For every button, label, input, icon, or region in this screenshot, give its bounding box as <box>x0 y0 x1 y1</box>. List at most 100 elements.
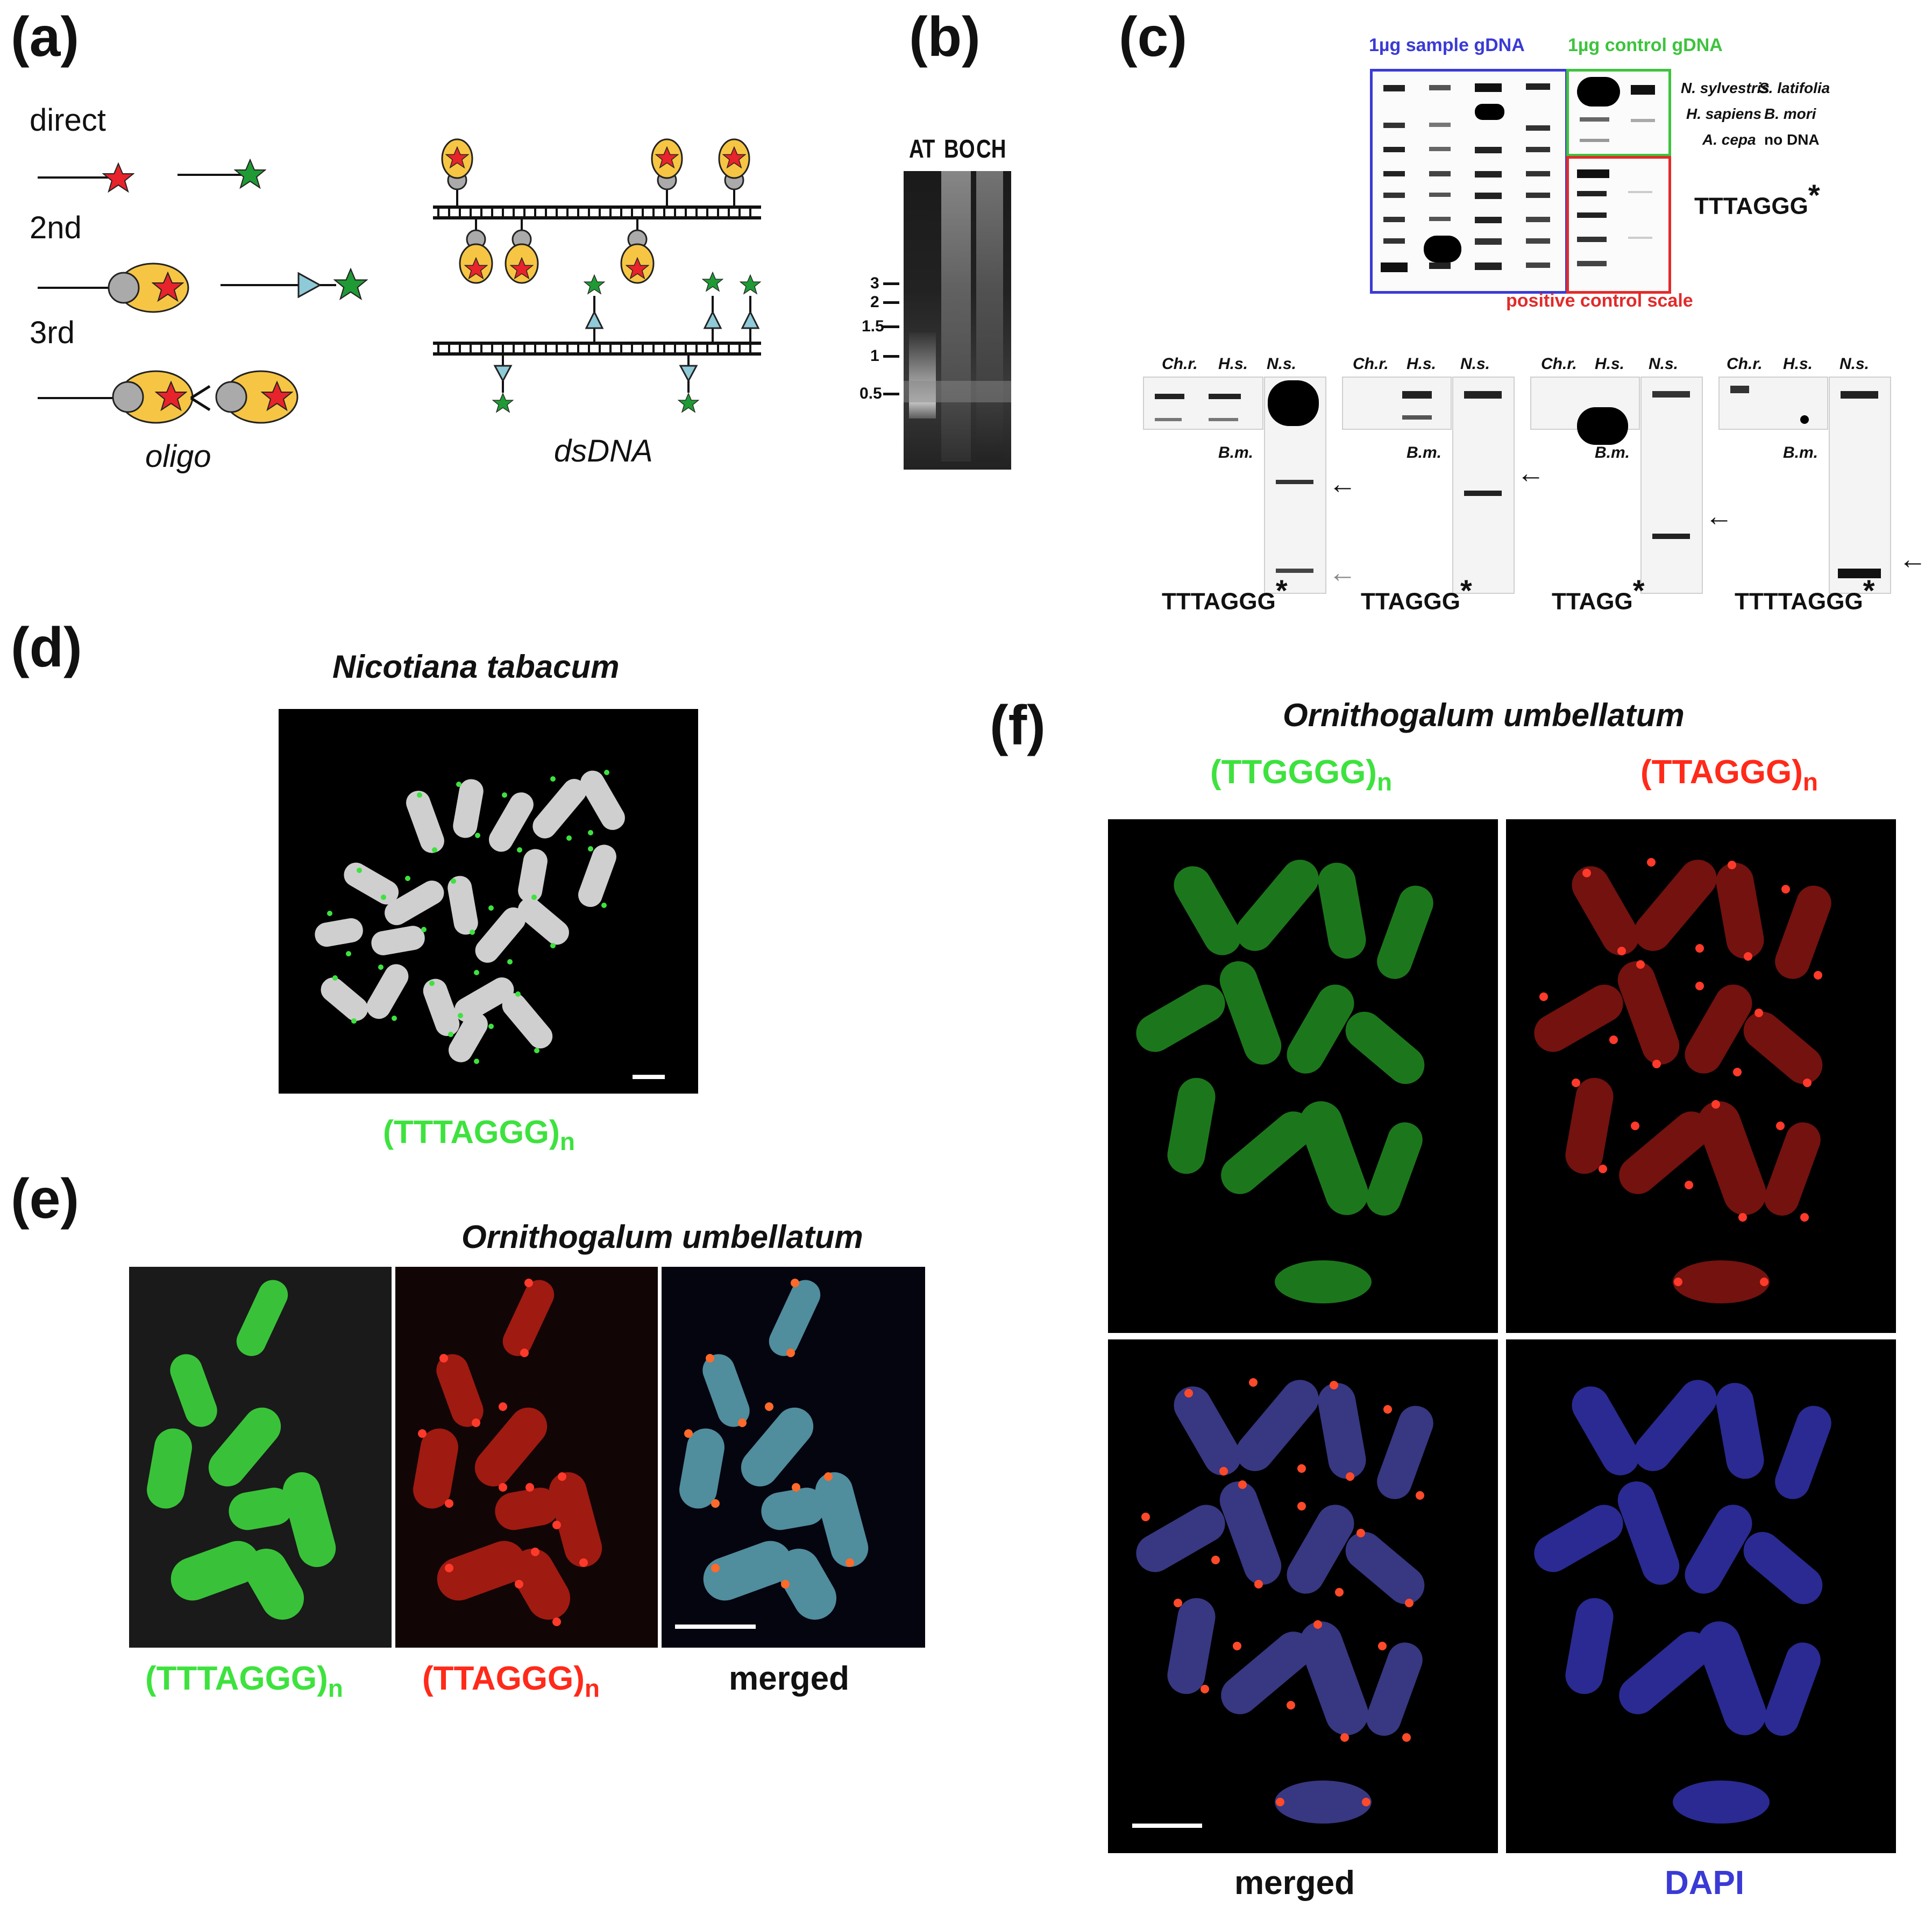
positive-control-blot <box>1566 156 1671 294</box>
legend-s-latifolia: S. latifolia <box>1759 80 1830 96</box>
size-marker-3: 3 <box>870 274 879 292</box>
blot-probe-2: TTAGGG* <box>1361 573 1472 615</box>
panel-e-label: (e) <box>11 1168 80 1230</box>
blot-bm: B.m. <box>1595 444 1630 462</box>
panel-f-caption-red: (TTAGGG)n <box>1640 753 1818 796</box>
panel-e-red-image <box>395 1267 658 1648</box>
row-label-direct: direct <box>30 103 106 138</box>
panel-e-caption-green: (TTTAGGG)n <box>145 1659 343 1703</box>
blot-probe-4-asterisk: * <box>1863 573 1875 607</box>
panel-e-green-image <box>129 1267 392 1648</box>
legend-b-mori: B. mori <box>1764 105 1816 122</box>
oligo-caption: oligo <box>145 439 211 474</box>
blot-bm: B.m. <box>1407 444 1442 462</box>
legend-n-sylvestris: N. sylvestris <box>1681 80 1770 96</box>
panel-f-caption-green-base: (TTGGGG) <box>1210 754 1377 791</box>
panel-e-caption-red: (TTAGGG)n <box>422 1659 600 1703</box>
blot-arrow: ← <box>1329 469 1356 500</box>
row-label-3rd: 3rd <box>30 315 75 350</box>
control-gdna-blot <box>1566 69 1671 157</box>
blot-probe-3-asterisk: * <box>1632 573 1645 607</box>
blot-col-ns: N.s. <box>1649 355 1679 373</box>
panel-e-species: Ornithogalum umbellatum <box>461 1219 863 1255</box>
blot-group-2: Ch.r. H.s. N.s. B.m. ← <box>1339 355 1545 602</box>
probe-main-asterisk: * <box>1808 178 1820 212</box>
legend-no-dna: no DNA <box>1764 131 1820 148</box>
blot-bm: B.m. <box>1218 444 1254 462</box>
panel-e-caption-green-base: (TTTAGGG) <box>145 1660 328 1697</box>
positive-control-scale-label: positive control scale <box>1506 290 1693 311</box>
panel-f-grid <box>1104 815 1900 1875</box>
probe-main-sequence: TTTAGGG <box>1694 193 1808 219</box>
panel-b-label: (b) <box>909 6 981 68</box>
panel-c-label: (c) <box>1119 6 1188 68</box>
blot-group-4: Ch.r. H.s. N.s. B.m. ← <box>1718 355 1932 602</box>
panel-f-caption-green-sub: n <box>1376 768 1393 796</box>
gel-lane-ch: CH <box>976 135 1006 164</box>
sample-gdna-header: 1µg sample gDNA <box>1369 35 1525 55</box>
size-marker-1: 1 <box>870 347 879 365</box>
blot-col-hs: H.s. <box>1218 355 1248 373</box>
probe-main-label: TTTAGGG* <box>1694 178 1820 220</box>
blot-probe-2-seq: TTAGGG <box>1361 588 1460 615</box>
blot-col-ns: N.s. <box>1460 355 1490 373</box>
size-marker-2: 2 <box>870 293 879 311</box>
panel-a-label: (a) <box>11 6 80 68</box>
sample-gdna-blot <box>1370 69 1568 294</box>
panel-e-caption-red-base: (TTAGGG) <box>422 1660 585 1697</box>
panel-f-caption-red-sub: n <box>1802 768 1818 796</box>
blot-group-1: Ch.r. H.s. N.s. B.m. ← ← <box>1130 355 1356 602</box>
panel-f-caption-green: (TTGGGG)n <box>1210 753 1392 796</box>
blot-probe-1-asterisk: * <box>1275 573 1288 607</box>
blot-col-hs: H.s. <box>1407 355 1437 373</box>
blot-col-hs: H.s. <box>1783 355 1813 373</box>
tobacco-fish-image <box>279 709 698 1094</box>
size-marker-0.5: 0.5 <box>860 385 882 402</box>
blot-arrow: ← <box>1899 544 1927 575</box>
blot-col-chr: Ch.r. <box>1541 355 1577 373</box>
blot-probe-4: TTTTAGGG* <box>1735 573 1875 615</box>
panel-f-merged-image <box>1108 1339 1498 1853</box>
blot-arrow-grey: ← <box>1329 557 1356 588</box>
control-gdna-header: 1µg control gDNA <box>1568 35 1723 55</box>
panel-f-caption-dapi: DAPI <box>1665 1864 1745 1902</box>
blot-bm: B.m. <box>1783 444 1819 462</box>
panel-f-green-image <box>1108 819 1498 1333</box>
blot-col-chr: Ch.r. <box>1353 355 1389 373</box>
panel-f-caption-red-base: (TTAGGG) <box>1640 754 1803 791</box>
dsdna-caption: dsDNA <box>554 434 653 469</box>
panel-d-label: (d) <box>11 616 82 679</box>
legend-a-cepa: A. cepa <box>1702 131 1756 148</box>
blot-arrow: ← <box>1705 501 1733 532</box>
blot-col-ns: N.s. <box>1839 355 1870 373</box>
blot-arrow: ← <box>1517 458 1545 489</box>
panel-d-probe-base: (TTTAGGG) <box>383 1114 560 1150</box>
size-marker-1.5: 1.5 <box>862 317 884 335</box>
blot-col-chr: Ch.r. <box>1727 355 1763 373</box>
agarose-gel-image <box>904 171 1011 470</box>
panel-e-caption-red-sub: n <box>584 1674 600 1703</box>
panel-d-probe-sub: n <box>559 1127 575 1155</box>
panel-f-dapi-image <box>1506 1339 1896 1853</box>
blot-probe-1-seq: TTTAGGG <box>1162 588 1276 615</box>
blot-probe-3-seq: TTAGG <box>1552 588 1633 615</box>
gel-lane-at: AT <box>909 135 935 164</box>
panel-f-caption-merged: merged <box>1234 1864 1355 1902</box>
panel-d-probe-caption: (TTTAGGG)n <box>383 1113 575 1156</box>
blot-col-chr: Ch.r. <box>1162 355 1198 373</box>
blot-group-3: Ch.r. H.s. N.s. B.m. ← <box>1528 355 1733 602</box>
panel-e-caption-merged: merged <box>729 1660 849 1697</box>
panel-d-species: Nicotiana tabacum <box>332 649 620 685</box>
blot-probe-4-seq: TTTTAGGG <box>1735 588 1863 615</box>
panel-f-species: Ornithogalum umbellatum <box>1283 697 1685 733</box>
panel-e-caption-green-sub: n <box>328 1674 343 1703</box>
blot-probe-3: TTAGG* <box>1552 573 1645 615</box>
labeling-schematic <box>38 138 761 424</box>
blot-col-ns: N.s. <box>1267 355 1297 373</box>
blot-col-hs: H.s. <box>1595 355 1625 373</box>
blot-probe-1: TTTAGGG* <box>1162 573 1288 615</box>
panel-f-label: (f) <box>990 694 1046 757</box>
blot-probe-2-asterisk: * <box>1460 573 1472 607</box>
gel-lane-bo: BO <box>944 135 975 164</box>
row-label-2nd: 2nd <box>30 210 82 245</box>
